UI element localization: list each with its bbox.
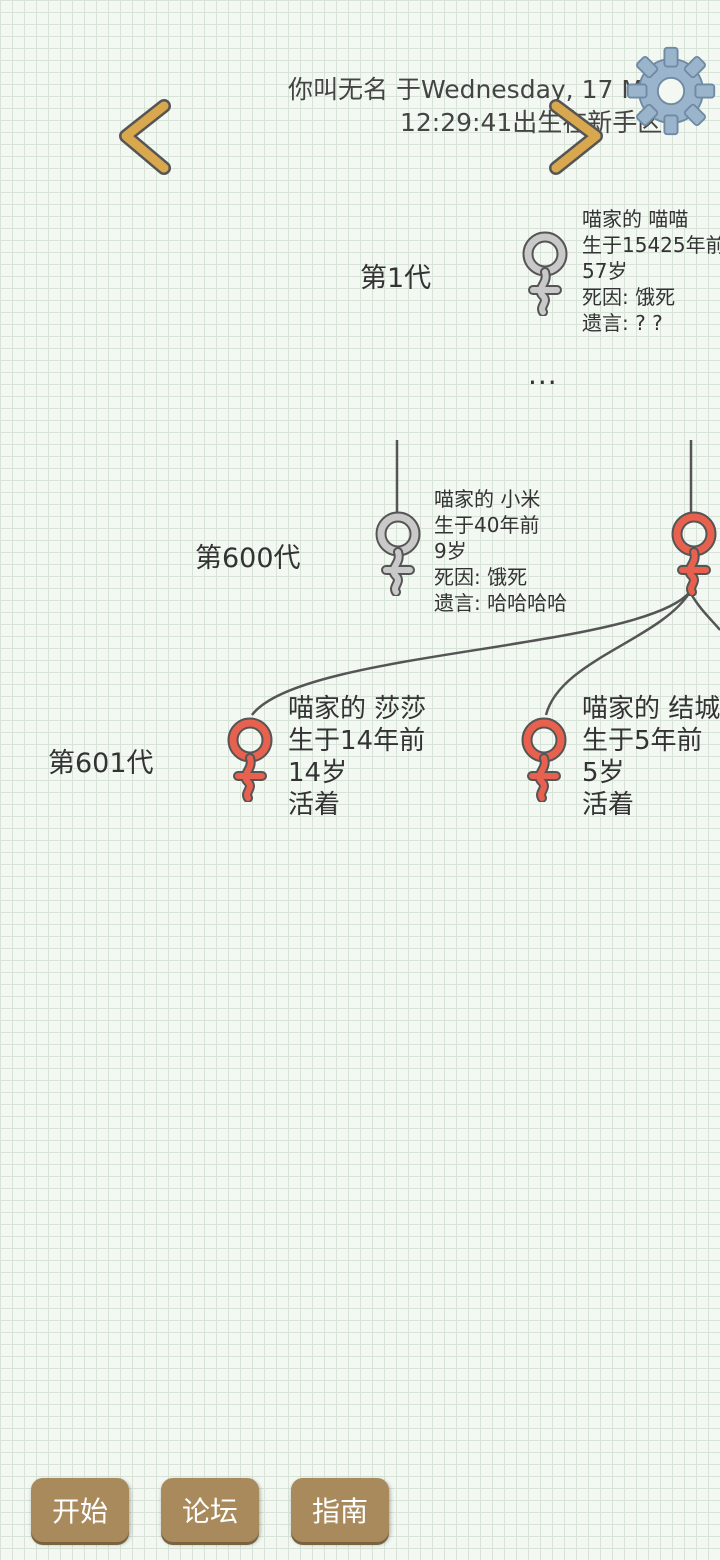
person-info: 喵家的 结城 生于5年前 5岁 活着 bbox=[582, 693, 720, 821]
female-symbol-icon[interactable] bbox=[668, 510, 720, 596]
female-symbol-icon[interactable] bbox=[372, 510, 424, 596]
female-symbol-icon[interactable] bbox=[224, 716, 276, 802]
chevron-right-icon[interactable] bbox=[540, 98, 610, 178]
header-line-2: 12:29:41出生在新手区 bbox=[400, 108, 663, 137]
person-age: 14岁 bbox=[288, 758, 348, 788]
person-birth: 生于15425年前 bbox=[582, 233, 720, 257]
person-death-cause: 死因: 饿死 bbox=[434, 565, 528, 589]
person-birth: 生于40年前 bbox=[434, 513, 540, 537]
person-name: 喵家的 喵喵 bbox=[582, 207, 689, 231]
person-birth: 生于14年前 bbox=[288, 726, 426, 756]
person-info: 喵家的 莎莎 生于14年前 14岁 活着 bbox=[288, 693, 426, 821]
person-birth: 生于5年前 bbox=[582, 726, 703, 756]
generation-ellipsis: ··· bbox=[528, 366, 558, 399]
female-symbol-icon[interactable] bbox=[518, 716, 570, 802]
guide-button[interactable]: 指南 bbox=[291, 1478, 389, 1542]
female-symbol-icon[interactable] bbox=[519, 230, 571, 316]
start-button[interactable]: 开始 bbox=[31, 1478, 129, 1542]
chevron-left-icon[interactable] bbox=[116, 98, 186, 178]
person-age: 5岁 bbox=[582, 758, 625, 788]
gear-icon[interactable] bbox=[624, 44, 718, 138]
forum-button[interactable]: 论坛 bbox=[161, 1478, 259, 1542]
person-info: 喵家的 喵喵 生于15425年前 57岁 死因: 饿死 遗言: ? ? bbox=[582, 206, 720, 336]
generation-label-600: 第600代 bbox=[195, 543, 301, 574]
person-name: 喵家的 小米 bbox=[434, 487, 541, 511]
person-status: 活着 bbox=[582, 790, 635, 820]
person-info: 喵家的 小米 生于40年前 9岁 死因: 饿死 遗言: 哈哈哈哈 bbox=[434, 486, 567, 616]
person-name: 喵家的 结城 bbox=[582, 694, 720, 724]
person-name: 喵家的 莎莎 bbox=[288, 694, 427, 724]
generation-label-1: 第1代 bbox=[360, 263, 432, 294]
person-death-cause: 死因: 饿死 bbox=[582, 285, 676, 309]
generation-label-601: 第601代 bbox=[48, 748, 154, 779]
person-status: 活着 bbox=[288, 790, 341, 820]
person-age: 57岁 bbox=[582, 259, 628, 283]
person-last-words: 遗言: ? ? bbox=[582, 311, 663, 335]
person-last-words: 遗言: 哈哈哈哈 bbox=[434, 591, 568, 615]
person-age: 9岁 bbox=[434, 539, 467, 563]
